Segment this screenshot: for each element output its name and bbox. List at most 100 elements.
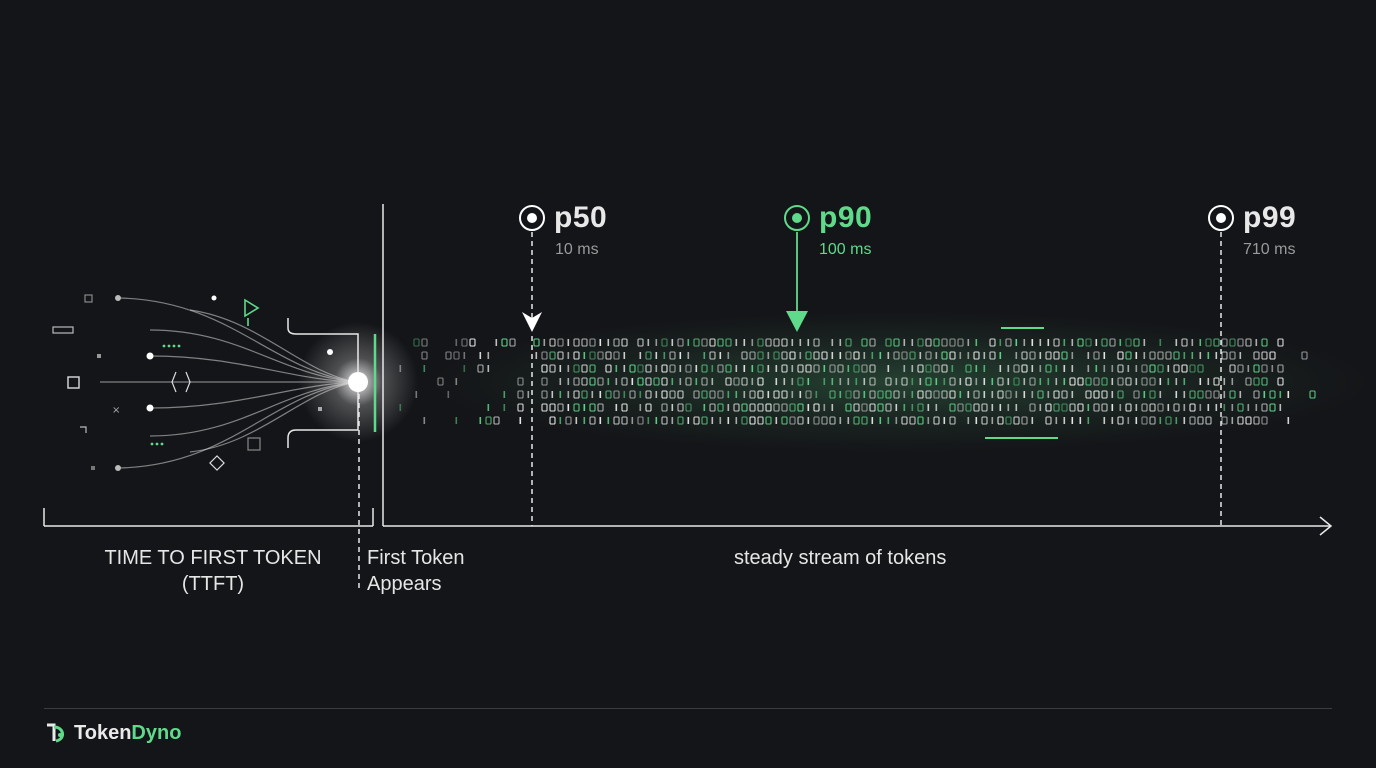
token-glyph	[853, 403, 860, 412]
token-glyph	[655, 417, 658, 424]
token-glyph	[831, 339, 834, 346]
token-glyph	[1183, 352, 1186, 359]
token-glyph	[717, 338, 724, 347]
token-glyph	[925, 390, 932, 399]
token-glyph	[567, 378, 570, 385]
token-glyph	[661, 403, 668, 412]
token-glyph	[629, 364, 636, 373]
token-glyph	[1013, 416, 1020, 425]
token-glyph	[1053, 390, 1060, 399]
token-glyph	[815, 391, 818, 398]
token-glyph	[1109, 338, 1116, 347]
token-glyph	[711, 365, 714, 372]
token-glyph	[1253, 377, 1260, 386]
token-glyph	[655, 365, 658, 372]
token-glyph	[1221, 416, 1228, 425]
token-glyph	[853, 416, 860, 425]
token-glyph	[975, 339, 978, 346]
p50-marker	[519, 205, 545, 526]
token-glyph	[557, 403, 564, 412]
token-glyph	[839, 352, 842, 359]
token-glyph	[991, 404, 994, 411]
token-glyph	[1261, 403, 1268, 412]
token-glyph	[839, 378, 842, 385]
token-glyph	[775, 365, 778, 372]
token-glyph	[479, 352, 482, 359]
token-glyph	[925, 364, 932, 373]
token-glyph	[903, 365, 906, 372]
token-glyph	[893, 338, 900, 347]
token-glyph	[1013, 364, 1020, 373]
token-glyph	[645, 351, 652, 360]
token-glyph	[549, 416, 556, 425]
token-glyph	[893, 390, 900, 399]
token-glyph	[645, 403, 652, 412]
token-glyph	[1095, 365, 1098, 372]
token-glyph	[573, 351, 580, 360]
token-glyph	[1103, 417, 1106, 424]
token-glyph	[551, 391, 554, 398]
token-glyph	[1085, 338, 1092, 347]
token-glyph	[1173, 403, 1180, 412]
token-glyph	[1143, 339, 1146, 346]
token-glyph	[509, 338, 516, 347]
token-glyph	[757, 351, 764, 360]
token-glyph	[1037, 390, 1044, 399]
timeline-axis	[43, 508, 1333, 536]
token-glyph	[765, 338, 772, 347]
token-glyph	[605, 351, 612, 360]
token-glyph	[1175, 378, 1178, 385]
token-glyph	[1085, 377, 1092, 386]
token-glyph	[1015, 391, 1018, 398]
token-glyph	[479, 417, 482, 424]
token-glyph	[967, 352, 970, 359]
token-glyph	[677, 403, 684, 412]
p99-target-icon	[1208, 205, 1234, 231]
token-glyph	[1047, 378, 1050, 385]
token-glyph	[757, 416, 764, 425]
token-glyph	[1063, 339, 1066, 346]
token-glyph	[709, 403, 716, 412]
ttft-label: TIME TO FIRST TOKEN (TTFT)	[60, 545, 366, 597]
token-glyph	[1013, 377, 1020, 386]
token-glyph	[767, 352, 770, 359]
token-glyph	[799, 391, 802, 398]
token-glyph	[869, 390, 876, 399]
token-glyph	[1271, 365, 1274, 372]
token-glyph	[1087, 404, 1090, 411]
token-glyph	[879, 417, 882, 424]
token-glyph	[575, 417, 578, 424]
token-glyph	[877, 390, 884, 399]
token-glyph	[791, 339, 794, 346]
token-glyph	[1213, 338, 1220, 347]
token-glyph	[1261, 351, 1268, 360]
token-glyph	[549, 351, 556, 360]
token-glyph	[799, 339, 802, 346]
token-glyph	[573, 364, 580, 373]
token-glyph	[829, 390, 836, 399]
token-glyph	[935, 352, 938, 359]
token-glyph	[719, 352, 722, 359]
token-glyph	[645, 364, 652, 373]
token-glyph	[1277, 338, 1284, 347]
token-glyph	[701, 377, 708, 386]
token-glyph	[1117, 364, 1124, 373]
token-glyph	[567, 404, 570, 411]
token-glyph	[911, 339, 914, 346]
token-glyph	[1053, 403, 1060, 412]
token-glyph	[1111, 391, 1114, 398]
token-glyph	[1015, 404, 1018, 411]
token-glyph	[1071, 352, 1074, 359]
token-glyph	[1221, 338, 1228, 347]
token-glyph	[749, 416, 756, 425]
token-glyph	[455, 417, 458, 424]
token-glyph	[613, 416, 620, 425]
token-glyph	[831, 352, 834, 359]
token-glyph	[1197, 364, 1204, 373]
token-glyph	[1047, 339, 1050, 346]
p99-marker	[1208, 205, 1234, 526]
token-glyph	[493, 416, 500, 425]
token-glyph	[837, 364, 844, 373]
token-glyph	[661, 416, 668, 425]
